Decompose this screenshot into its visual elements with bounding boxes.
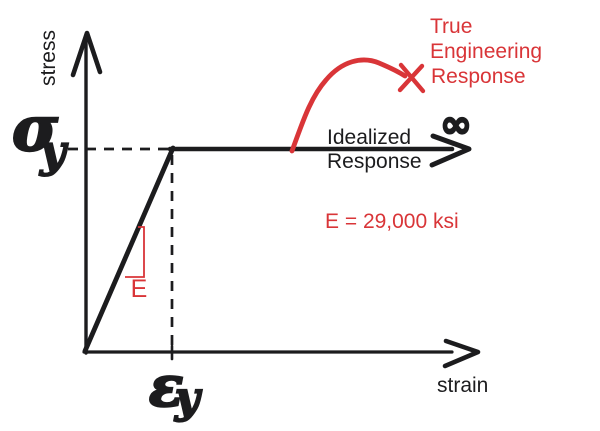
sigma-glyph: σ (12, 92, 58, 165)
idealized-label-line2: Response (327, 150, 422, 173)
yield-strain-symbol: ε y (148, 353, 203, 423)
modulus-annotation: E = 29,000 ksi (325, 210, 459, 233)
slope-label: E (131, 275, 148, 303)
epsilon-subscript-y: y (174, 373, 202, 422)
idealized-response-label: Idealized Response (327, 126, 422, 173)
fracture-x-icon (397, 62, 426, 94)
true-label-line2: Engineering (430, 40, 542, 63)
slope-indicator (125, 226, 145, 278)
y-axis-label: stress (37, 30, 60, 86)
idealized-label-line1: Idealized (327, 126, 411, 149)
y-axis-arrowhead-icon (70, 30, 103, 78)
true-label-line1: True (430, 15, 472, 38)
elastic-line (82, 145, 176, 354)
x-axis-arrowhead-icon (442, 338, 481, 369)
infinity-symbol: ∞ (440, 102, 472, 146)
x-axis-label: strain (437, 374, 488, 397)
plateau-arrowhead-icon (429, 133, 472, 168)
sigma-subscript-y: y (39, 126, 69, 177)
true-response-label: True Engineering Response (430, 15, 542, 88)
true-response-curve (289, 57, 408, 154)
epsilon-glyph: ε (149, 354, 183, 420)
true-label-line3: Response (431, 65, 526, 88)
yield-stress-symbol: σ y (11, 91, 70, 178)
